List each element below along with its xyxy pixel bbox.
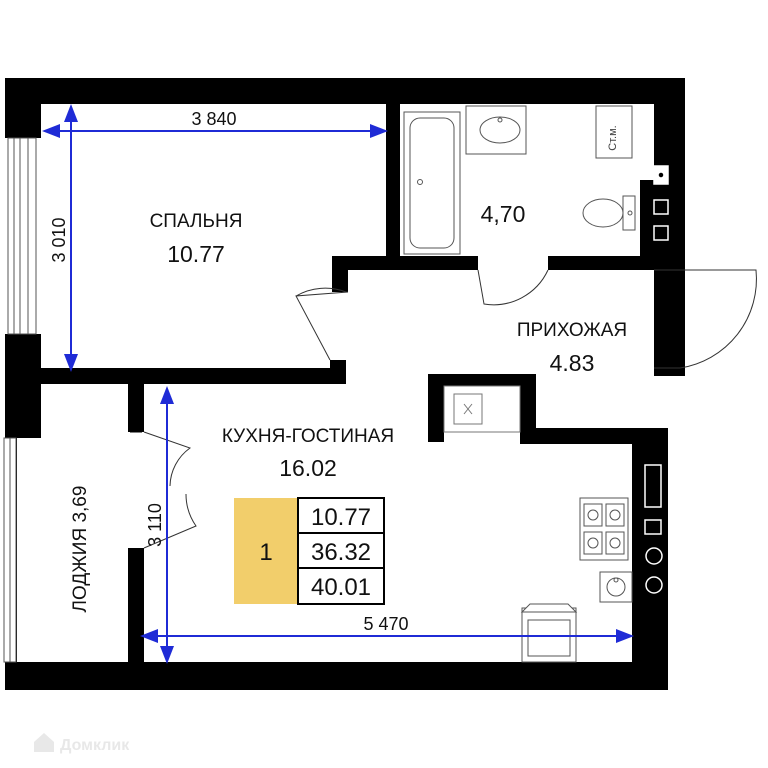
dim-arrow-right xyxy=(370,124,388,138)
shaft-wall-top xyxy=(428,374,536,386)
outer-wall-right-lower xyxy=(632,430,668,690)
summary-values-box xyxy=(297,497,385,605)
kitchen-top-wall xyxy=(520,428,668,444)
room-count-cell xyxy=(234,498,298,604)
kitchen-living-area: 16.02 xyxy=(279,455,337,481)
bedroom-door xyxy=(295,287,349,361)
doors xyxy=(130,269,757,549)
bathroom-area: 4,70 xyxy=(481,201,526,227)
dim-kitchen-height: 3 110 xyxy=(145,503,165,547)
bath-bottom-wall-left xyxy=(332,256,478,270)
window-frame xyxy=(7,137,37,335)
hallway-area: 4.83 xyxy=(550,350,595,376)
outer-wall-left-top xyxy=(5,78,41,138)
bedroom-window xyxy=(7,137,37,335)
wall-socket-dot xyxy=(657,171,665,179)
bedroom-bottom-wall xyxy=(30,368,346,384)
watermark-text: Домклик xyxy=(60,737,130,754)
wall-socket-2 xyxy=(653,199,669,215)
dim-bedroom-height: 3 010 xyxy=(49,217,69,262)
dim-bedroom-width: 3 840 xyxy=(191,109,236,129)
loggia-door-post-bottom xyxy=(128,548,144,666)
watermark xyxy=(34,733,54,752)
hallway-right-wall xyxy=(654,268,685,368)
loggia-door-post-top xyxy=(128,384,144,432)
hallway-right-post xyxy=(654,364,685,376)
wall-socket-5 xyxy=(644,519,662,535)
shaft-inner xyxy=(453,393,483,425)
watermark-house-icon xyxy=(34,733,54,752)
living-area-value: 10.77 xyxy=(311,504,371,531)
outer-wall-left-mid xyxy=(5,334,41,438)
dim-kitchen-width: 5 470 xyxy=(363,614,408,634)
washer-box xyxy=(595,105,633,159)
toilet-bowl xyxy=(582,198,624,228)
kitchen-right-unit xyxy=(632,444,668,464)
kitchen-living-name: КУХНЯ-ГОСТИНАЯ xyxy=(222,426,394,447)
dimension-lines xyxy=(42,104,634,664)
outer-wall-bottom xyxy=(5,662,668,690)
loggia-glazing xyxy=(3,437,17,663)
washer-label: Ст.м. xyxy=(607,125,619,150)
wall-round-2 xyxy=(645,576,663,594)
hallway-name: ПРИХОЖАЯ xyxy=(517,320,627,341)
entrance-door xyxy=(654,269,757,369)
wall-round-1 xyxy=(645,547,663,565)
bedroom-area: 10.77 xyxy=(167,241,225,267)
outer-wall-top xyxy=(5,78,685,104)
wall-socket-4 xyxy=(644,464,662,508)
shaft-wall-left xyxy=(428,374,444,442)
bedroom-bath-wall xyxy=(386,78,400,268)
wall-fixtures xyxy=(644,165,669,594)
total-with-loggia-value: 40.01 xyxy=(311,574,371,601)
ventilation-shaft xyxy=(443,385,521,433)
walls xyxy=(5,78,685,690)
loggia-label: ЛОДЖИЯ 3,69 xyxy=(70,486,91,613)
bathtub-drain xyxy=(417,179,423,185)
sink-bowl xyxy=(479,116,521,144)
dim-arrow-left xyxy=(42,124,60,138)
bathroom-fixtures xyxy=(403,105,636,255)
wall-socket-3 xyxy=(653,225,669,241)
kitchen-right-inner xyxy=(520,374,536,444)
bedroom-name: СПАЛЬНЯ xyxy=(150,211,243,232)
room-count: 1 xyxy=(259,539,272,566)
loggia-door-lower xyxy=(143,493,197,549)
bedroom-right-post xyxy=(332,256,348,292)
right-wall-block xyxy=(640,180,685,270)
bathroom-door xyxy=(477,269,549,306)
bathtub-inner xyxy=(409,117,455,249)
bedroom-bottom-post xyxy=(330,360,346,384)
kitchen-fixtures xyxy=(520,497,633,663)
bath-bottom-wall-right xyxy=(548,256,654,270)
area-summary-table xyxy=(234,497,385,605)
loggia-door-upper xyxy=(143,431,192,487)
total-area-value: 36.32 xyxy=(311,539,371,566)
